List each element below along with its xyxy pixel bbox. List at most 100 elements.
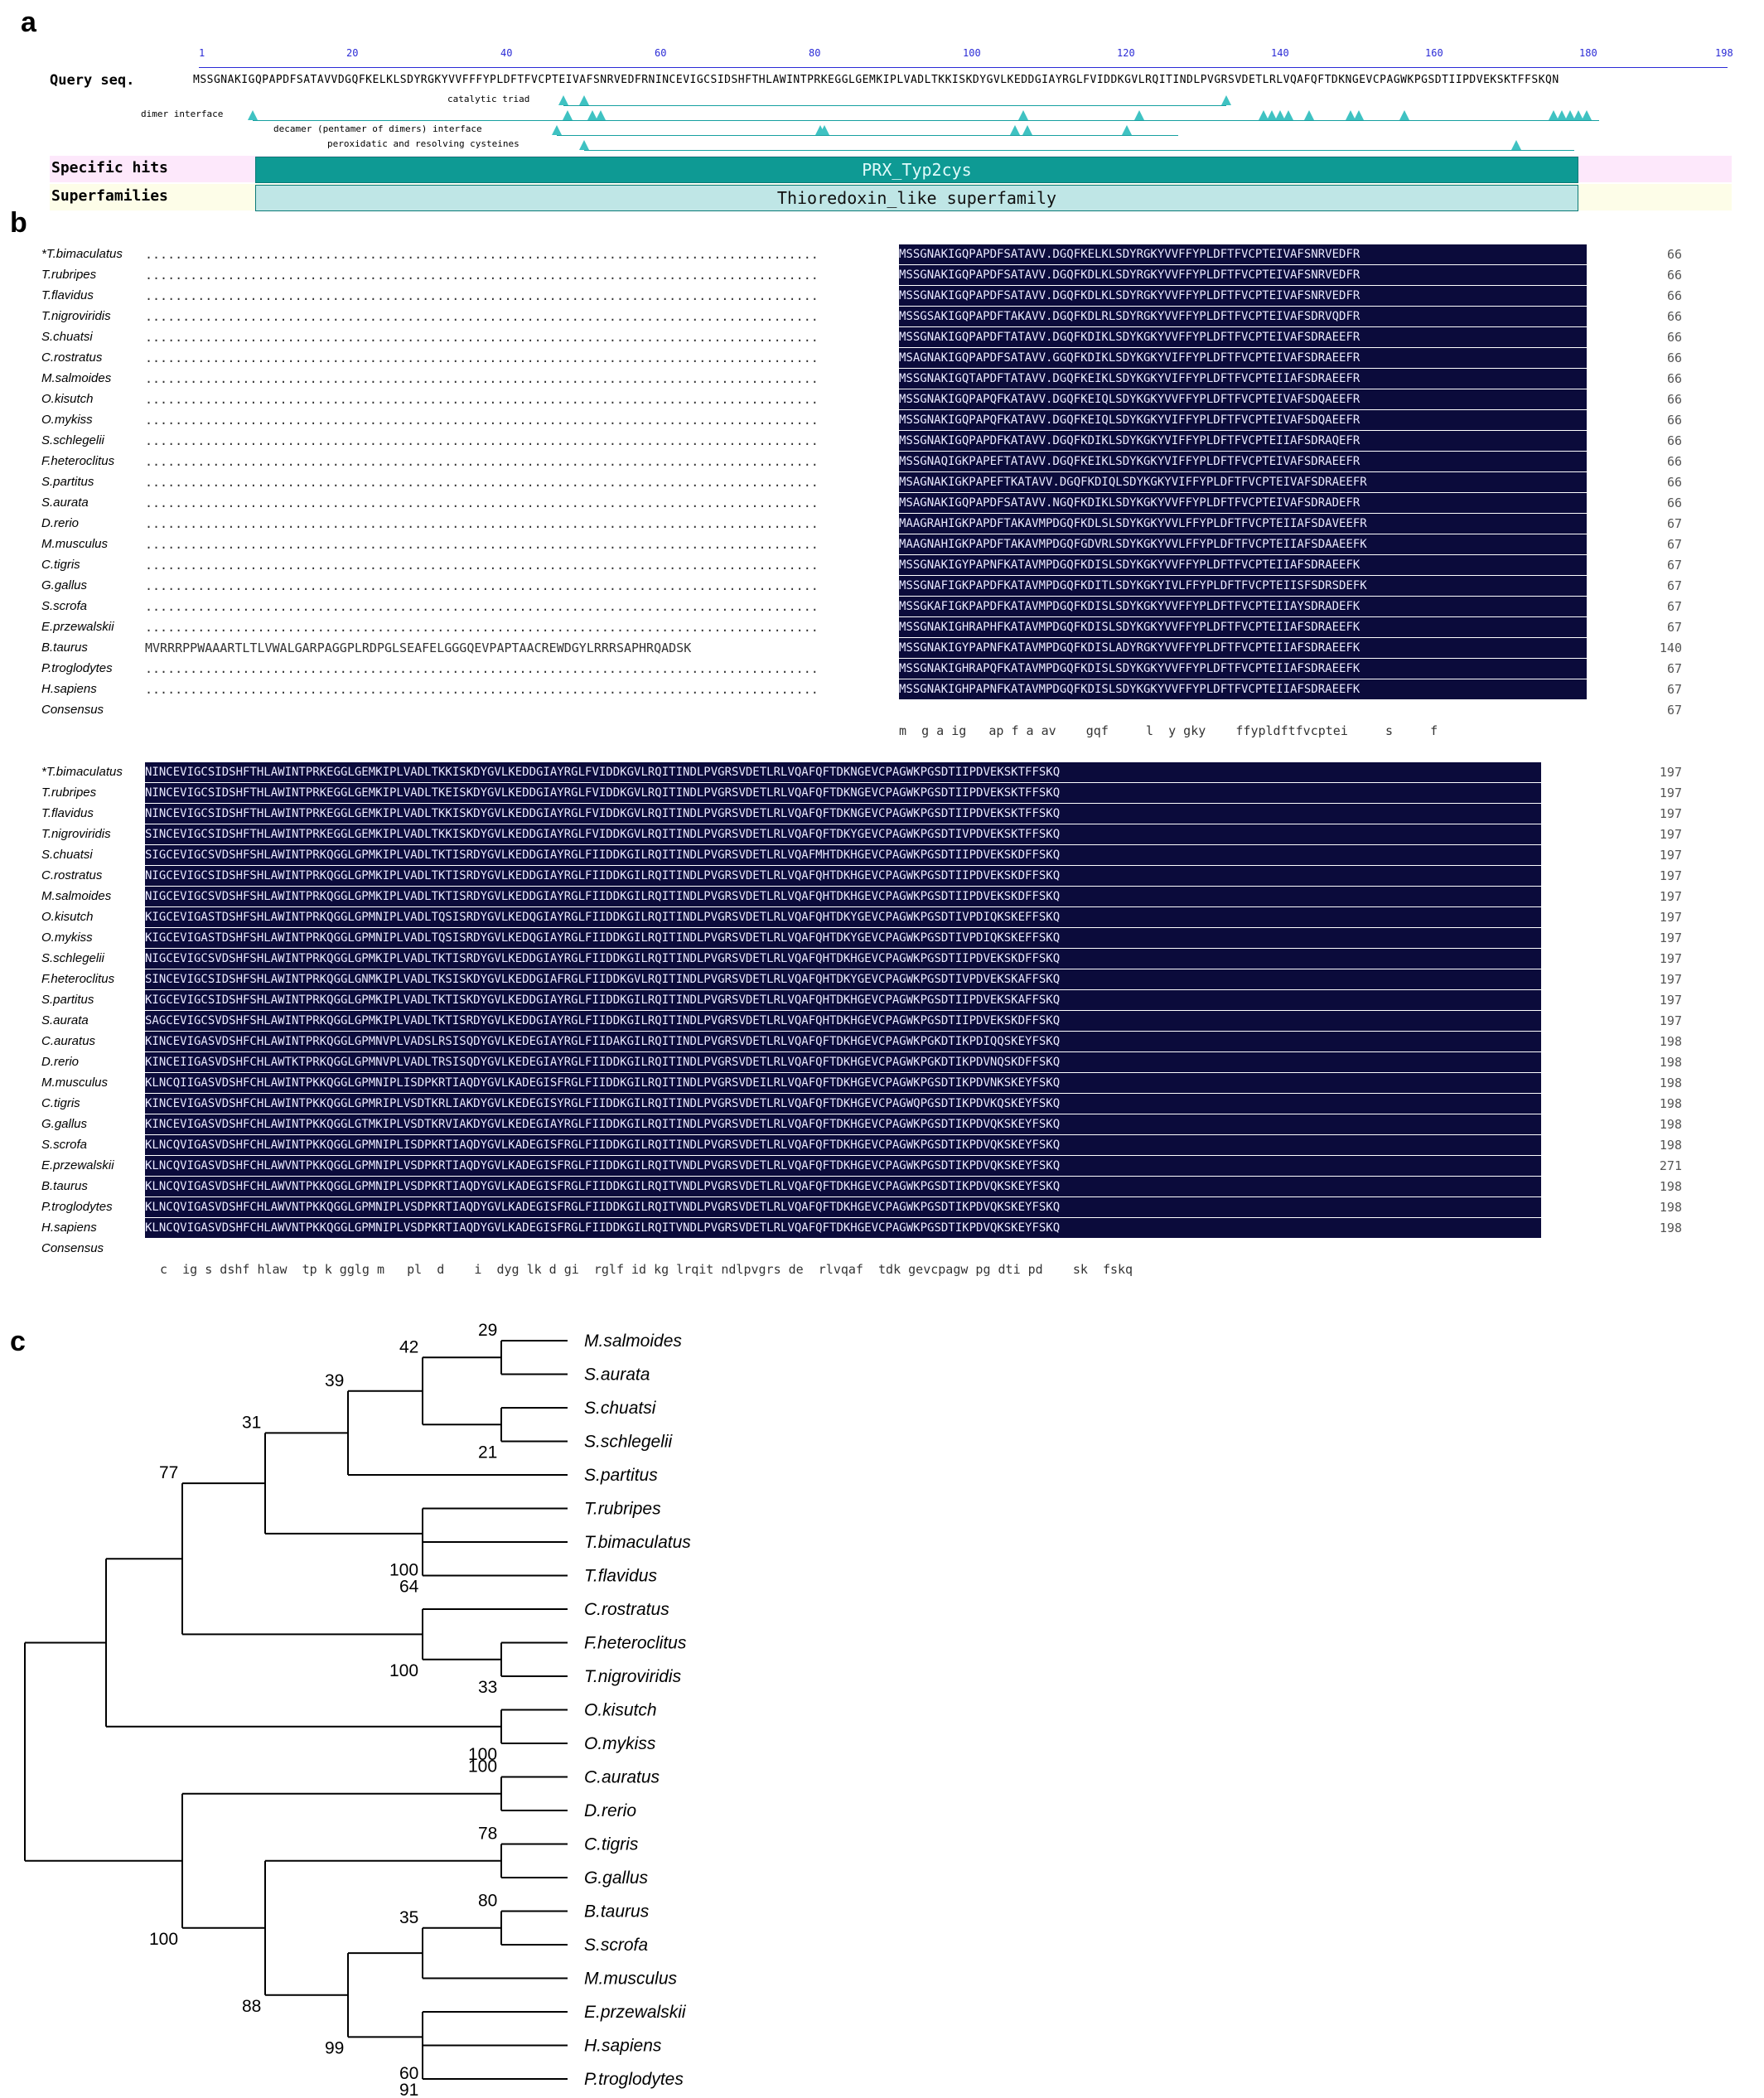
ruler-tick: 100: [963, 47, 981, 59]
aligned-sequence: MAAGNAHIGKPAPDFTAKAVMPDGQFGDVRLSDYKGKYVV…: [899, 534, 1587, 554]
specific-hits-label: Specific hits: [51, 159, 168, 176]
alignment-row: S.schlegelii............................…: [41, 431, 1764, 452]
taxon-label: O.mykiss: [584, 1734, 656, 1753]
taxon-label: S.scrofa: [584, 1936, 648, 1955]
dimer-interface-line: [253, 120, 1599, 121]
aligned-sequence: MSSGNAKIGHPAPNFKATAVMPDGQFKDISLSDYKGKYVV…: [899, 679, 1587, 699]
species-name: C.rostratus: [41, 350, 103, 365]
site-marker: [1283, 110, 1293, 120]
site-marker: [1573, 110, 1583, 120]
ruler-tick: 198: [1715, 47, 1733, 59]
species-name: C.rostratus: [41, 868, 103, 882]
aligned-sequence: KINCEVIGASVDSHFCHLAWINTPRKQGGLGPMNVPLVAD…: [145, 1032, 1541, 1051]
species-name: E.przewalskii: [41, 1158, 114, 1172]
residue-count: 198: [1659, 1034, 1682, 1049]
residue-count: 198: [1659, 1096, 1682, 1111]
residue-count: 66: [1666, 268, 1682, 283]
taxon-label: S.partitus: [584, 1466, 658, 1485]
species-name: T.rubripes: [41, 268, 97, 282]
bootstrap-value: 33: [478, 1678, 497, 1697]
ruler-tick: 180: [1579, 47, 1597, 59]
prx-typ2cys-domain-bar[interactable]: PRX_Typ2cys: [255, 157, 1578, 183]
site-marker: [552, 125, 562, 135]
query-seq-label: Query seq.: [50, 72, 135, 89]
alignment-row: C.auratus KINCEVIGASVDSHFCHLAWINTPRKQGGLG…: [41, 1032, 1764, 1052]
aligned-sequence: MSSGNAKIGQPAPQFKATAVV.DGQFKEIQLSDYKGKYVI…: [899, 410, 1587, 430]
species-name: O.kisutch: [41, 910, 94, 924]
species-name: T.rubripes: [41, 786, 97, 800]
alignment-gap-dots: ........................................…: [145, 268, 819, 283]
alignment-row: S.partitus..............................…: [41, 472, 1764, 493]
site-marker: [1565, 110, 1575, 120]
taxon-label: S.schlegelii: [584, 1433, 674, 1452]
taxon-label: C.auratus: [584, 1768, 660, 1787]
aligned-sequence: NINCEVIGCSIDSHFTHLAWINTPRKEGGLGEMKIPLVAD…: [145, 804, 1541, 824]
alignment-gap-dots: ........................................…: [145, 433, 819, 448]
taxon-label: E.przewalskii: [584, 2003, 687, 2022]
species-name: C.auratus: [41, 1034, 96, 1048]
alignment-row: T.rubripes..............................…: [41, 265, 1764, 286]
site-marker: [579, 140, 589, 150]
aligned-sequence: NINCEVIGCSIDSHFTHLAWINTPRKEGGLGEMKIPLVAD…: [145, 762, 1541, 782]
aligned-sequence: MSSGKAFIGKPAPDFKATAVMPDGQFKDISLSDYKGKYVV…: [899, 597, 1587, 616]
aligned-sequence: KINCEVIGASVDSHFCHLAWINTPKKQGGLGPMRIPLVSD…: [145, 1094, 1541, 1114]
dimer-interface-label: dimer interface: [141, 109, 224, 119]
aligned-sequence: SINCEVIGCSIDSHFSHLAWINTPRKQGGLGNMKIPLVAD…: [145, 969, 1541, 989]
species-name: S.scrofa: [41, 1138, 88, 1152]
site-marker: [1399, 110, 1409, 120]
site-marker: [1582, 110, 1592, 120]
species-name: M.musculus: [41, 1076, 109, 1090]
species-name: P.troglodytes: [41, 1200, 113, 1214]
residue-count: 197: [1659, 827, 1682, 842]
decamer-interface-label: decamer (pentamer of dimers) interface: [273, 123, 482, 134]
species-name: T.flavidus: [41, 288, 94, 302]
catalytic-triad-line: [563, 105, 1226, 106]
species-name: G.gallus: [41, 578, 88, 592]
residue-count: 271: [1659, 1158, 1682, 1173]
species-name: B.taurus: [41, 1179, 88, 1193]
alignment-row: G.gallus................................…: [41, 576, 1764, 597]
aligned-sequence: NIGCEVIGCSIDSHFSHLAWINTPRKQGGLGPMKIPLVAD…: [145, 866, 1541, 886]
ruler-tick: 80: [809, 47, 821, 59]
alignment-row: M.musculus KLNCQIIGASVDSHFCHLAWINTPKKQGGL…: [41, 1073, 1764, 1094]
alignment-gap-dots: ........................................…: [145, 350, 819, 365]
site-marker: [1346, 110, 1356, 120]
species-name: T.nigroviridis: [41, 827, 111, 841]
taxon-label: M.salmoides: [584, 1332, 682, 1351]
species-name: H.sapiens: [41, 1221, 97, 1235]
specific-hits-row: Specific hits PRX_Typ2cys: [50, 156, 1732, 183]
species-name: D.rerio: [41, 1055, 80, 1069]
taxon-label: T.nigroviridis: [584, 1667, 682, 1686]
alignment-gap-dots: ........................................…: [145, 413, 819, 428]
consensus-sequence: c ig s dshf hlaw tp k gglg m pl d i dyg …: [145, 1262, 1133, 1277]
aligned-sequence: KLNCQIIGASVDSHFCHLAWINTPKKQGGLGPMNIPLISD…: [145, 1073, 1541, 1093]
aligned-sequence: MAAGRAHIGKPAPDFTAKAVMPDGQFKDLSLSDYKGKYVV…: [899, 514, 1587, 534]
residue-count: 197: [1659, 765, 1682, 780]
alignment-gap-dots: ........................................…: [145, 516, 819, 531]
aligned-sequence: MSSGNAKIGQPAPQFKATAVV.DGQFKEIQLSDYKGKYVV…: [899, 389, 1587, 409]
taxon-label: O.kisutch: [584, 1701, 657, 1720]
species-name: S.aurata: [41, 495, 89, 510]
taxon-label: T.bimaculatus: [584, 1533, 691, 1552]
residue-count: 67: [1666, 682, 1682, 697]
residue-count: 66: [1666, 330, 1682, 345]
aligned-sequence: KLNCQVIGASVDSHFCHLAWVNTPKKQGGLGPMNIPLVSD…: [145, 1197, 1541, 1217]
alignment-gap-dots: ........................................…: [145, 475, 819, 490]
taxon-label: B.taurus: [584, 1902, 650, 1922]
alignment-row: M.musculus..............................…: [41, 534, 1764, 555]
alignment-gap-dots: ........................................…: [145, 330, 819, 345]
aligned-sequence: MSAGNAKIGQPAPDFSATAVV.GGQFKDIKLSDYKGKYVI…: [899, 348, 1587, 368]
aligned-sequence: MSSGNAQIGKPAPEFTATAVV.DGQFKEIKLSDYKGKYVI…: [899, 452, 1587, 471]
residue-count: 197: [1659, 848, 1682, 863]
aligned-sequence: MSSGNAKIGQPAPDFSATAVV.DGQFKDLKLSDYRGKYVV…: [899, 286, 1587, 306]
alignment-row: F.heteroclitus..........................…: [41, 452, 1764, 472]
species-name: E.przewalskii: [41, 620, 114, 634]
bootstrap-value: 35: [399, 1908, 418, 1927]
thioredoxin-superfamily-bar[interactable]: Thioredoxin_like superfamily: [255, 185, 1578, 211]
alignment-row: H.sapiens...............................…: [41, 679, 1764, 700]
